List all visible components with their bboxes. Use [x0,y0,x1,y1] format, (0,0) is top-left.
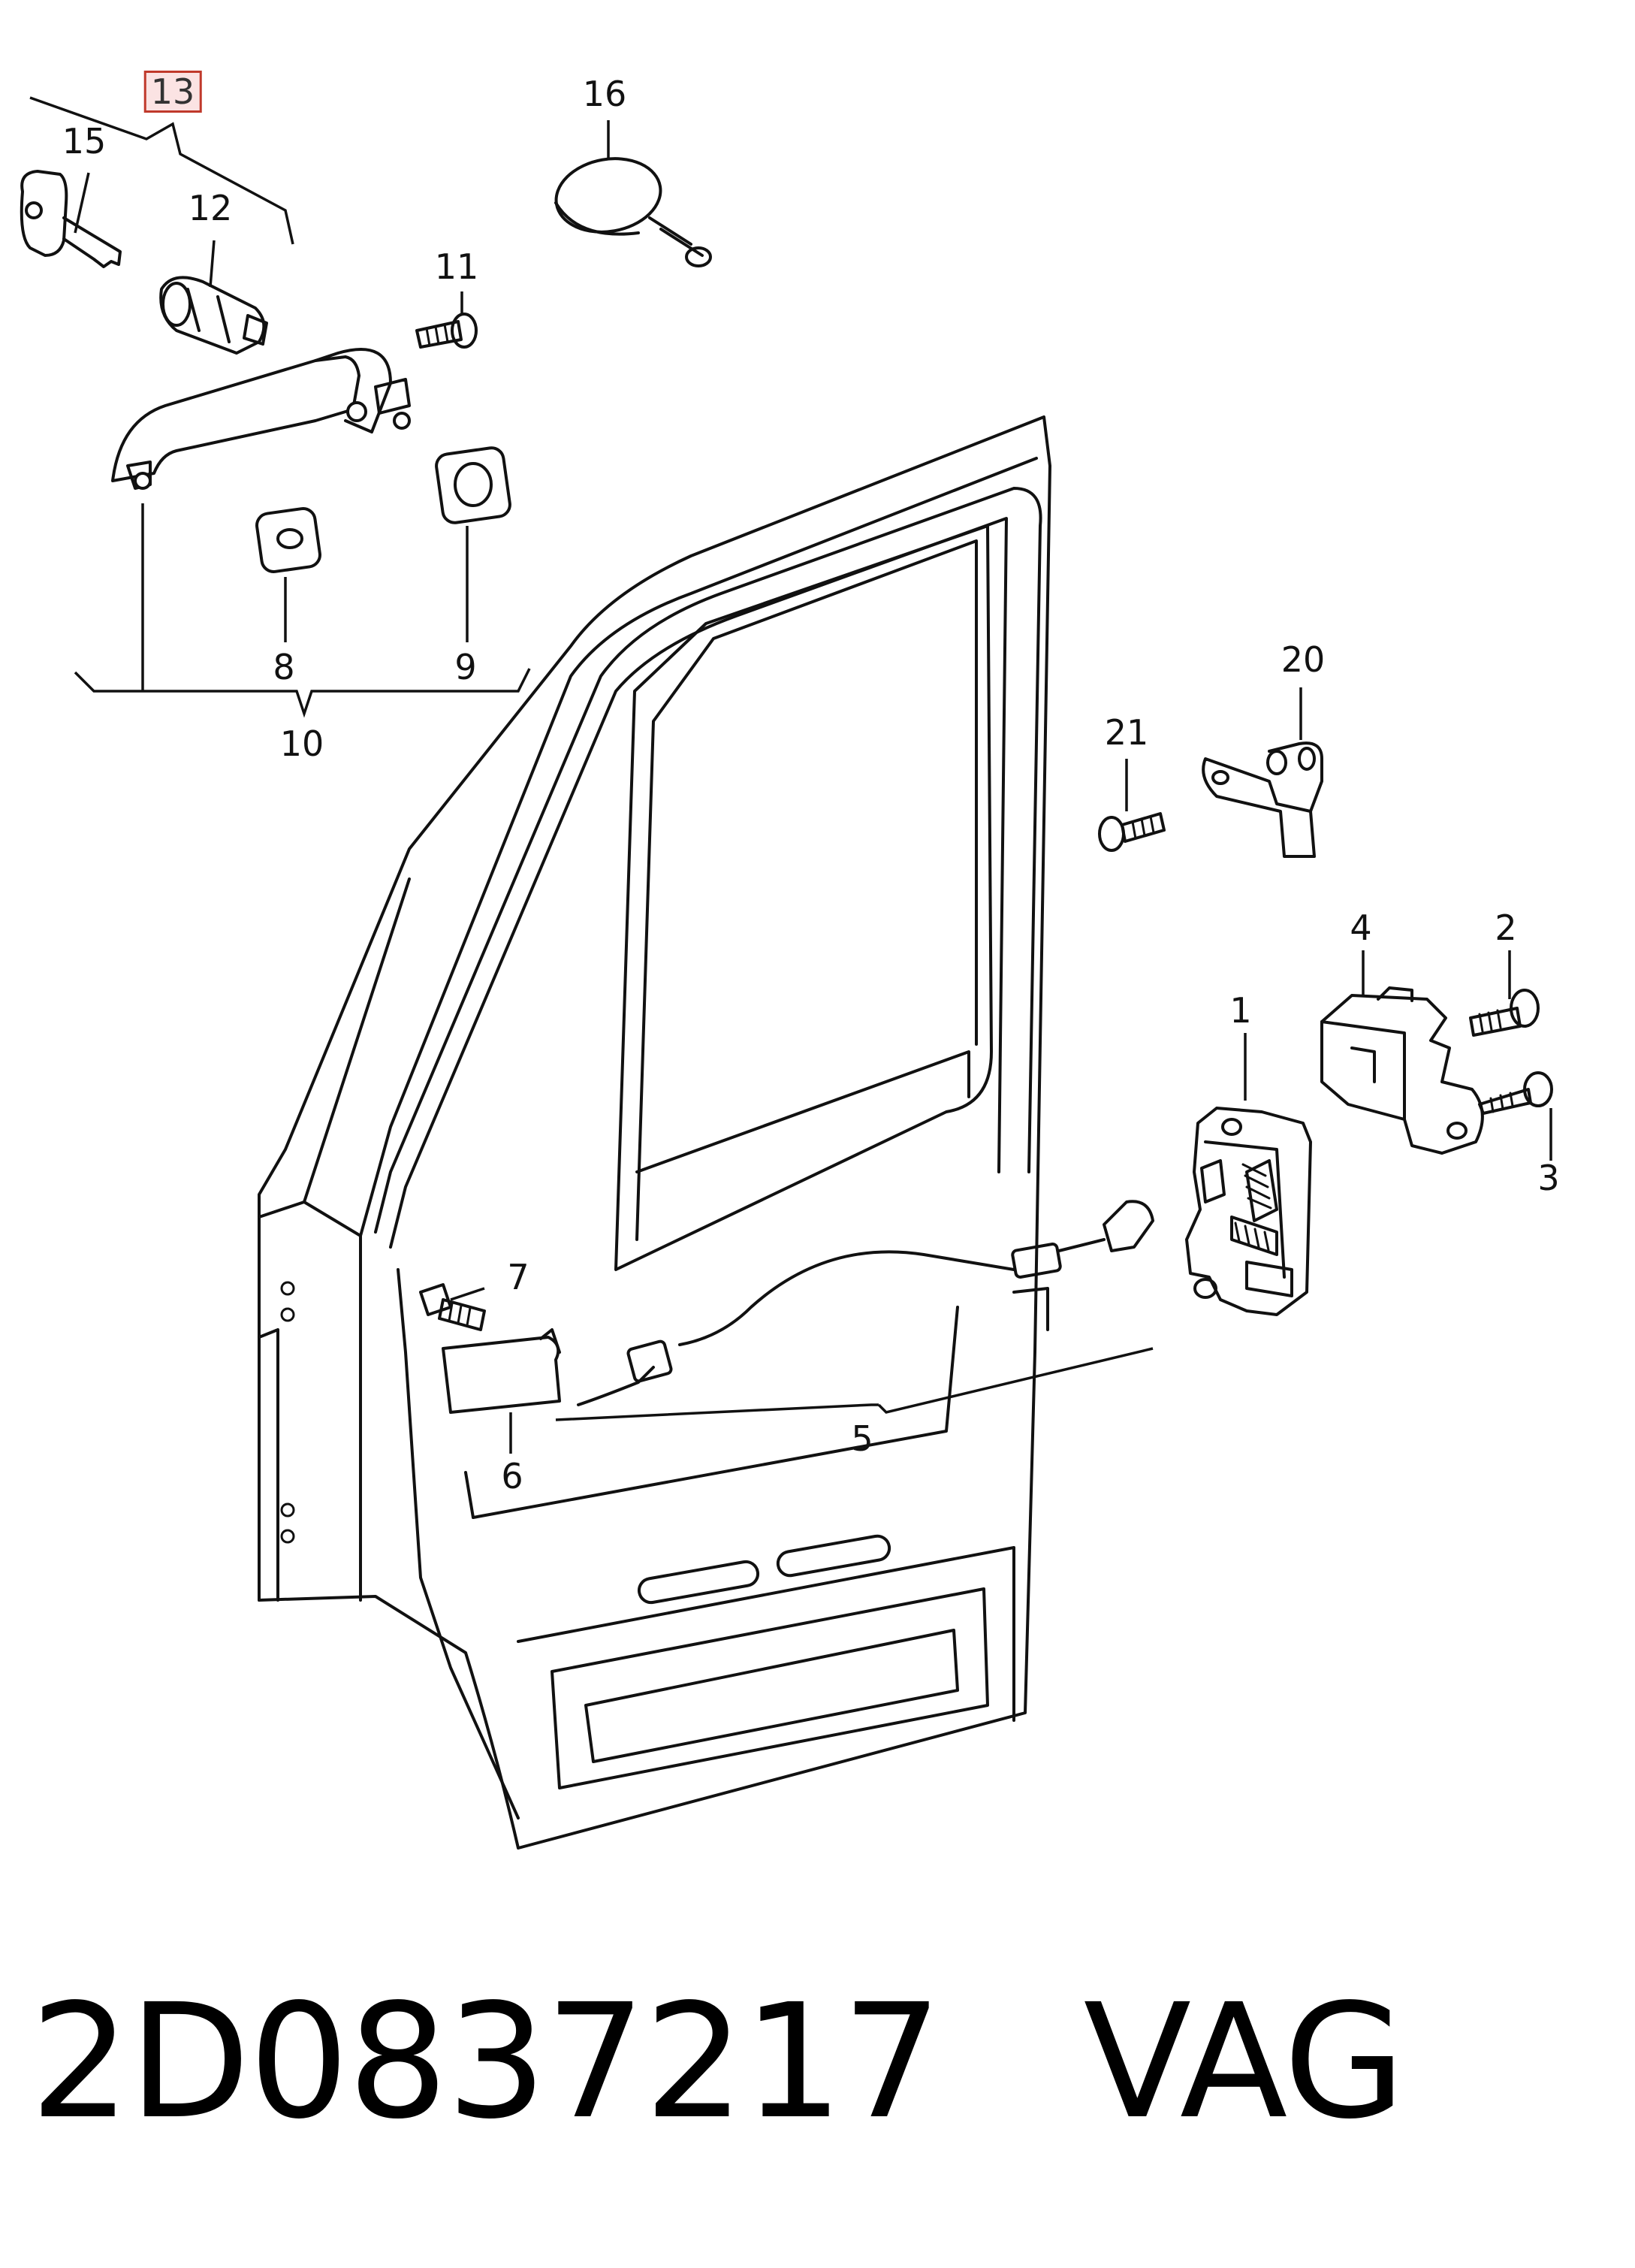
callout-16[interactable]: 16 [582,74,627,114]
screw-11 [415,313,478,349]
callout-9[interactable]: 9 [454,647,477,687]
screw-3 [1478,1071,1553,1115]
screw-2 [1469,989,1540,1037]
bolt-7 [419,1283,486,1331]
key [20,170,122,268]
door-lock [1185,1107,1312,1316]
callout-21[interactable]: 21 [1104,712,1149,753]
callout-4[interactable]: 4 [1350,908,1372,948]
leader-lines [29,96,1552,1454]
gasket-8 [255,507,321,573]
callout-6[interactable]: 6 [501,1456,523,1496]
callout-15[interactable]: 15 [62,121,107,162]
lock-cylinder [159,276,268,355]
hinge [1202,741,1323,858]
callout-8[interactable]: 8 [273,647,295,687]
callout-5[interactable]: 5 [851,1418,873,1459]
door-panel [258,415,1051,1850]
callout-11[interactable]: 11 [434,246,479,287]
inner-handle [442,1328,561,1414]
release-cable [577,1200,1154,1406]
part-number: 2D0837217 [30,1970,943,2154]
callout-10[interactable]: 10 [279,723,324,764]
brand-name: VAG [1083,1970,1406,2154]
gasket-9 [435,446,511,524]
cap-cover [554,157,712,267]
callout-12[interactable]: 12 [188,188,233,228]
callout-20[interactable]: 20 [1281,639,1326,680]
callout-13[interactable]: 13 [143,71,202,113]
lock-cover [1320,986,1484,1155]
screw-21 [1098,812,1166,852]
callout-3[interactable]: 3 [1537,1158,1560,1198]
exterior-handle [111,348,411,490]
callout-2[interactable]: 2 [1495,908,1517,948]
callout-1[interactable]: 1 [1229,990,1252,1031]
callout-7[interactable]: 7 [507,1257,529,1297]
